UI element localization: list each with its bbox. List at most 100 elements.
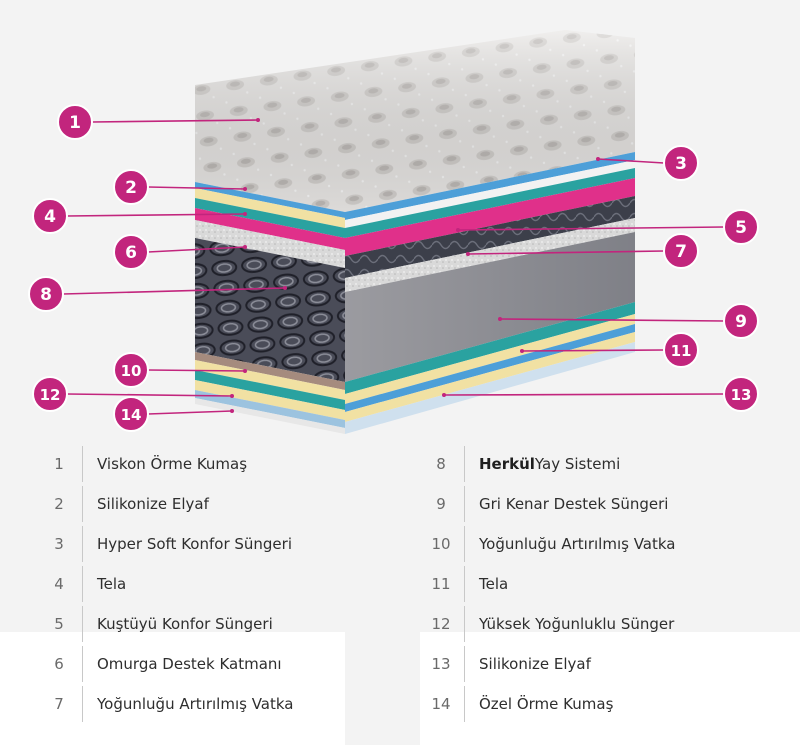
spring-system-front [195, 238, 345, 382]
legend-row-3: 3 Hyper Soft Konfor Süngeri [36, 525, 292, 563]
legend-divider [82, 486, 83, 522]
legend-divider [464, 526, 465, 562]
legend-label: HerkülYay Sistemi [479, 455, 621, 473]
callout-badge-2 [113, 169, 149, 205]
legend-number: 10 [431, 535, 451, 553]
leader-end-4 [243, 212, 247, 216]
leader-end-8 [283, 286, 287, 290]
leader-line-7 [467, 250, 665, 255]
layer-dark-spring-right [345, 196, 635, 278]
callout-number-13: 13 [731, 386, 752, 404]
layer-yellow2-right [345, 314, 635, 404]
layer-teal2-front [195, 370, 345, 410]
legend-divider [464, 606, 465, 642]
legend-divider [464, 486, 465, 522]
layer-blue2-right [345, 324, 635, 412]
leader-line-10 [147, 369, 246, 372]
grey-edge-support [345, 232, 635, 382]
callout-badge-5 [723, 209, 759, 245]
layer-blue-front [195, 182, 345, 218]
legend-number: 12 [431, 615, 451, 633]
legend-divider [82, 446, 83, 482]
legend-divider [82, 526, 83, 562]
leader-end-14 [230, 409, 234, 413]
callout-badge-4 [32, 198, 68, 234]
legend-divider [464, 446, 465, 482]
legend-row-10: 10 Yoğunluğu Artırılmış Vatka [418, 525, 675, 563]
leader-line-12 [66, 393, 233, 397]
callout-number-10: 10 [121, 362, 142, 380]
legend-label: Yoğunluğu Artırılmış Vatka [479, 535, 676, 553]
legend-label: Yoğunluğu Artırılmış Vatka [97, 695, 294, 713]
legend-row-2: 2 Silikonize Elyaf [36, 485, 209, 523]
legend-number: 14 [431, 695, 451, 713]
leader-end-9 [498, 317, 502, 321]
leader-line-2 [147, 186, 246, 190]
legend-label: Kuştüyü Konfor Süngeri [97, 615, 273, 633]
legend-number: 9 [436, 495, 446, 513]
layer-grain-front [195, 220, 345, 268]
callout-badge-14 [113, 396, 149, 432]
leader-line-8 [62, 287, 286, 295]
legend-left-panel [0, 632, 345, 745]
leader-end-2 [243, 187, 247, 191]
legend-label: Silikonize Elyaf [479, 655, 591, 673]
legend-label: Silikonize Elyaf [97, 495, 209, 513]
leader-line-5 [457, 226, 725, 231]
leader-line-14 [147, 410, 233, 415]
leader-end-12 [230, 394, 234, 398]
layer-brown-front [195, 352, 345, 390]
callout-badge-12 [32, 376, 68, 412]
callout-number-2: 2 [125, 178, 137, 198]
legend-label: Yüksek Yoğunluklu Sünger [479, 615, 675, 633]
legend-brand-name: Herkül [479, 455, 535, 473]
legend-number: 3 [54, 535, 64, 553]
layer-yellow3-right [345, 332, 635, 422]
layer-blue-right [345, 152, 635, 220]
leader-line-11 [521, 349, 665, 352]
callout-badge-7 [663, 233, 699, 269]
layer-yellow3-front [195, 380, 345, 420]
leader-line-13 [443, 393, 725, 396]
callout-number-14: 14 [121, 406, 142, 424]
legend-label: Viskon Örme Kumaş [97, 455, 248, 473]
leader-end-1 [256, 118, 260, 122]
layer-pink-right [345, 178, 635, 256]
legend-row-12: 12 Yüksek Yoğunluklu Sünger [418, 605, 674, 643]
leader-line-9 [499, 318, 725, 322]
legend-label: Özel Örme Kumaş [479, 695, 614, 713]
legend-divider [82, 686, 83, 722]
legend-label: Hyper Soft Konfor Süngeri [97, 535, 292, 553]
legend-divider [464, 646, 465, 682]
callout-badge-13 [723, 376, 759, 412]
callout-number-3: 3 [675, 154, 687, 174]
leader-end-11 [520, 349, 524, 353]
layer-white-right [345, 160, 635, 228]
callout-number-5: 5 [735, 218, 747, 238]
callout-number-4: 4 [44, 207, 56, 227]
leader-line-1 [91, 119, 259, 123]
callout-number-8: 8 [40, 285, 52, 305]
leader-end-3 [596, 157, 600, 161]
leader-line-6 [147, 246, 246, 253]
callout-number-11: 11 [671, 342, 692, 360]
callout-number-12: 12 [40, 386, 61, 404]
legend-divider [464, 686, 465, 722]
leader-line-4 [66, 213, 246, 217]
leader-end-7 [466, 252, 470, 256]
layer-yellow-front [195, 188, 345, 228]
callout-number-1: 1 [69, 113, 81, 133]
callout-badge-8 [28, 276, 64, 312]
callout-badge-9 [723, 303, 759, 339]
legend-number: 2 [54, 495, 64, 513]
layer-blue2-front [195, 390, 345, 428]
legend-label: Tela [479, 575, 509, 593]
callout-badge-10 [113, 352, 149, 388]
